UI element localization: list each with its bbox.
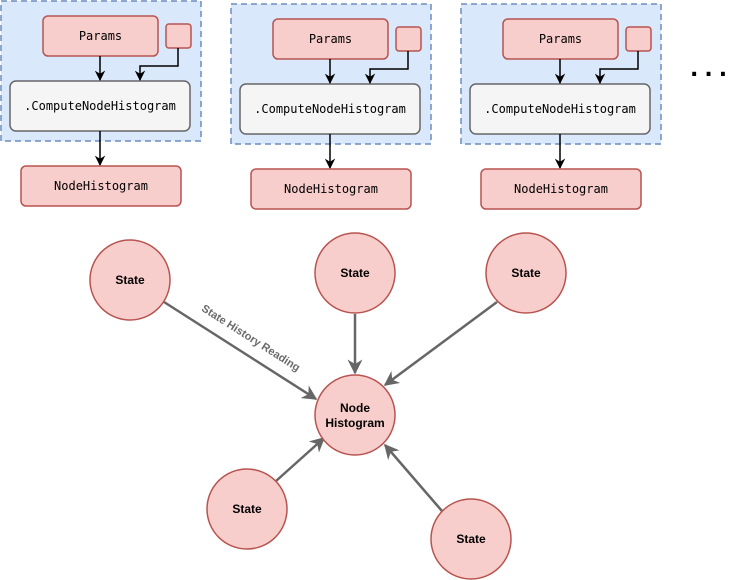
output-label: NodeHistogram (514, 182, 608, 196)
state-node-label: State (511, 266, 541, 280)
state-node-3[interactable]: State (485, 232, 567, 314)
state-node-4[interactable]: State (206, 468, 288, 550)
output-node[interactable] (250, 168, 412, 210)
params-label: Params (79, 29, 122, 43)
compute-label: .ComputeNodeHistogram (484, 102, 636, 116)
edge-label-state-history-reading: State History Reading (199, 303, 302, 375)
center-node[interactable]: Node Histogram (314, 374, 396, 456)
params-label: Params (539, 32, 582, 46)
small-param-node[interactable] (625, 26, 652, 52)
output-label: NodeHistogram (284, 182, 378, 196)
state-node-label: State (340, 266, 370, 280)
edge-small-to-compute (134, 48, 179, 82)
state-node-circle[interactable] (206, 468, 288, 550)
edge-state-5-to-center (384, 443, 443, 512)
edge-state-4-to-center (275, 436, 326, 482)
edge-state-1-to-center (163, 300, 318, 401)
small-param-node[interactable] (395, 26, 422, 52)
compute-label: .ComputeNodeHistogram (24, 99, 176, 113)
state-node-label: State (456, 532, 486, 546)
output-node[interactable] (480, 168, 642, 210)
state-node-circle[interactable] (485, 232, 567, 314)
output-label: NodeHistogram (54, 179, 148, 193)
pipeline-3: Params .ComputeNodeHistogram NodeHistogr… (460, 3, 662, 210)
center-node-label-line1: Node (340, 401, 370, 415)
center-node-circle[interactable] (314, 374, 396, 456)
state-node-circle[interactable] (314, 232, 396, 314)
ellipsis-more-pipelines: ... (690, 57, 733, 82)
pipeline-1: Params .ComputeNodeHistogram NodeHistogr… (0, 0, 202, 207)
params-label: Params (309, 32, 352, 46)
state-node-circle[interactable] (89, 239, 171, 321)
state-node-1[interactable]: State (89, 239, 171, 321)
center-node-label-line2: Histogram (325, 416, 384, 430)
state-node-label: State (232, 502, 262, 516)
state-node-label: State (115, 273, 145, 287)
edge-state-3-to-center (383, 300, 498, 387)
output-node[interactable] (20, 165, 182, 207)
state-node-5[interactable]: State (430, 498, 512, 580)
small-param-node[interactable] (165, 23, 192, 49)
compute-label: .ComputeNodeHistogram (254, 102, 406, 116)
state-node-circle[interactable] (430, 498, 512, 580)
edge-small-to-compute (364, 51, 409, 85)
edge-small-to-compute (594, 51, 639, 85)
pipeline-2: Params .ComputeNodeHistogram NodeHistogr… (230, 3, 432, 210)
state-node-2[interactable]: State (314, 232, 396, 314)
